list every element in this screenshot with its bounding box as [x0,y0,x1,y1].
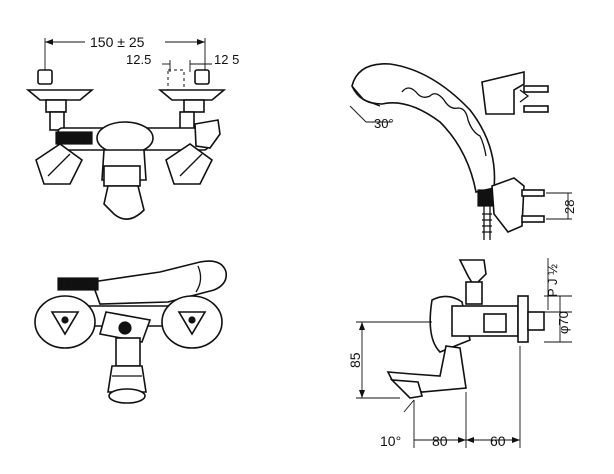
dim-dia70: φ70 [556,311,571,334]
dim-offset-right: 12 5 [214,52,239,67]
dim-height-85: 85 [347,352,363,368]
dim-top-span: 150 ± 25 [90,34,145,50]
dim-spout-angle: 10° [380,433,401,449]
handset-view: 30° 28 [349,63,577,240]
front-view: 150 ± 25 12.5 12 5 [25,34,239,220]
dim-height-28: 28 [562,200,577,214]
dim-60: 60 [490,433,506,449]
dim-angle: 30° [374,116,394,131]
dim-offset-left: 12.5 [126,52,151,67]
dim-pj: P J ½ [545,264,560,297]
dim-80: 80 [432,433,448,449]
side-view: P J ½ φ70 85 10° 80 60 [347,258,572,449]
top-view [34,260,228,404]
